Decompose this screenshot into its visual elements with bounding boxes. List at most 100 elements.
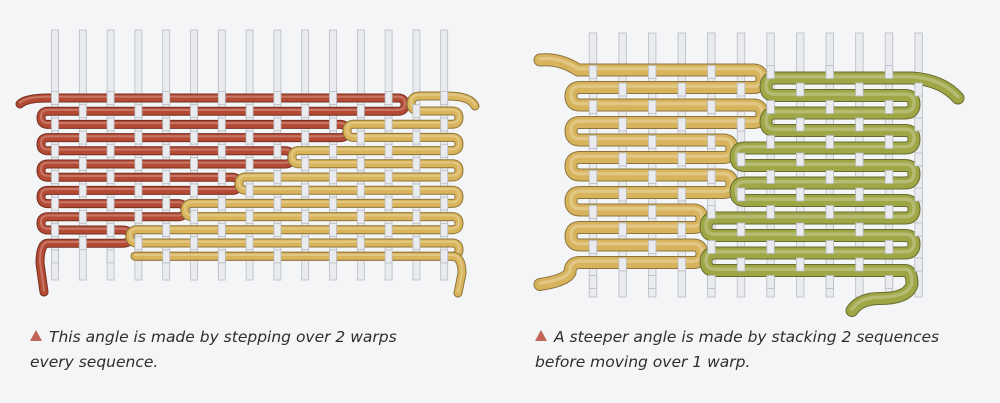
weaving-diagram-step-two-warps [15,29,480,298]
warp-crossing [648,65,657,79]
warp-crossing [162,249,171,264]
warp-crossing [412,157,421,171]
warp-crossing [677,82,686,97]
warp-crossing [190,236,198,251]
warp-crossing [217,196,226,211]
warp-crossing [78,209,87,224]
warp-crossing [796,187,805,202]
warp-crossing [301,209,310,224]
diagram-panel-left: This angle is made by stepping over 2 wa… [15,29,480,371]
warp-crossing [855,82,864,97]
warp-crossing [329,223,337,237]
warp-crossing [273,143,282,158]
warp-crossing [329,117,337,132]
warp-crossing [440,249,449,264]
warp-crossing [134,130,143,145]
warp-crossing [588,170,598,184]
warp-crossing [412,236,421,251]
warp-crossing [51,143,59,158]
warp-crossing [766,65,775,79]
warp-crossing [884,240,894,254]
warp-crossing [855,257,864,272]
warp-crossing [618,117,627,132]
warp-crossing [329,249,337,264]
warp-crossing [618,257,627,272]
weft-highlight [704,75,960,311]
warp-crossing [736,257,746,272]
warp-crossing [162,143,171,158]
warp-crossing [190,183,198,198]
warp-crossing [618,187,627,202]
warp-crossing [245,183,254,198]
warp-crossing [217,170,226,185]
warp-crossing [588,240,598,254]
warp-crossing [677,222,686,237]
warp-crossing [217,91,226,105]
warp-crossing [329,170,337,185]
warp-crossing [440,91,449,105]
warp-crossing [825,135,834,149]
warp-crossing [766,275,775,289]
warp-crossing [914,82,923,97]
warp-crossing [796,222,805,237]
warp-thread [707,32,716,298]
warp-crossing [78,183,87,198]
warp-crossing [301,183,310,198]
warp-crossing [384,117,393,132]
warp-crossing [707,205,716,219]
warp-crossing [736,152,746,167]
warp-crossing [273,117,282,132]
warp-crossing [736,222,746,237]
warp-crossing [825,100,834,114]
warp-crossing [134,236,143,251]
warp-crossing [78,157,87,171]
warp-crossing [766,135,775,149]
warp-crossing [134,157,143,171]
warp-crossing [51,223,59,237]
warp-crossing [825,275,834,289]
warp-crossing [707,100,716,114]
warp-crossing [440,196,449,211]
warp-crossing [588,135,598,149]
warp-crossing [440,117,449,132]
warp-crossing [190,209,198,224]
warp-crossing [766,100,775,114]
warp-crossing [766,205,775,219]
warp-crossing [356,104,365,119]
warp-crossing [301,104,310,119]
warp-crossing [162,170,171,185]
warp-crossing [245,130,254,145]
warp-crossing [78,130,87,145]
warp-crossing [825,65,834,79]
warp-crossing [766,170,775,184]
warp-crossing [356,183,365,198]
warp-crossing [51,196,59,211]
warp-crossing [588,205,598,219]
warp-crossing [618,222,627,237]
warp-crossing [356,130,365,145]
warp-thread [588,32,598,298]
warp-crossing [134,104,143,119]
warp-crossing [384,223,393,237]
warp-crossing [618,82,627,97]
warp-crossing [356,157,365,171]
warp-crossing [914,152,923,167]
warp-crossing [677,117,686,132]
weft-highlight [18,95,407,292]
warp-crossing [217,249,226,264]
warp-crossing [796,257,805,272]
warp-crossing [440,143,449,158]
warp-crossing [384,91,393,105]
warp-crossing [245,104,254,119]
diagram-panel-right: A steeper angle is made by stacking 2 se… [500,0,1000,403]
warp-crossing [412,209,421,224]
warp-crossing [796,82,805,97]
warp-crossing [914,187,923,202]
warp-crossing [648,275,657,289]
warp-crossing [217,223,226,237]
warp-crossing [217,117,226,132]
warp-crossing [648,100,657,114]
warp-crossing [106,223,115,237]
warp-crossing [134,183,143,198]
warp-crossing [301,236,310,251]
